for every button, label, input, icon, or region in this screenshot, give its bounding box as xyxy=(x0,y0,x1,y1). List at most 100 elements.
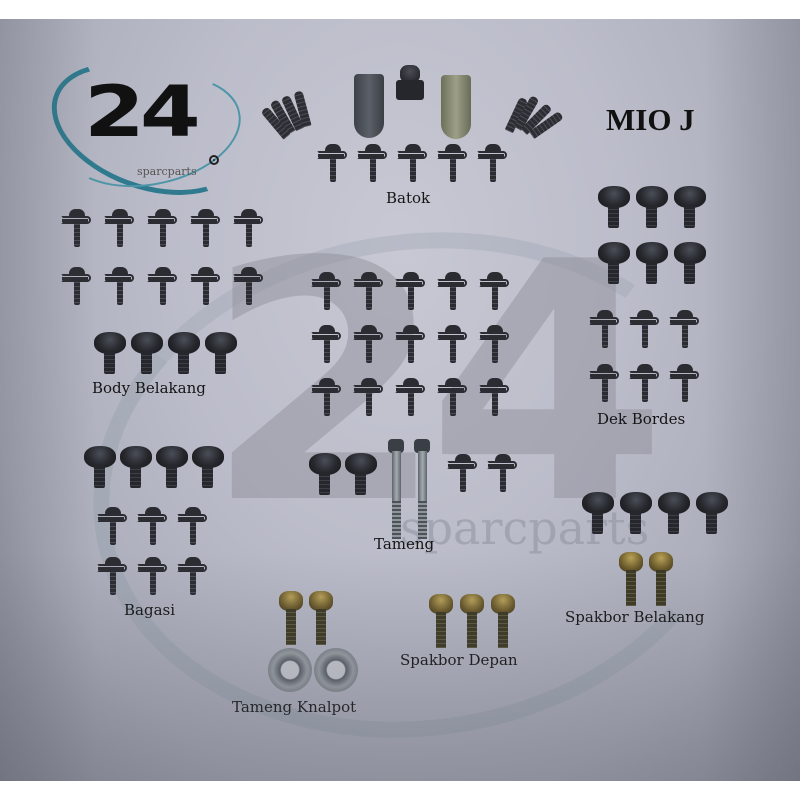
clip-screw-icon xyxy=(136,507,170,547)
label-body-belakang: Body Belakang xyxy=(92,379,206,397)
hex-bolt-icon xyxy=(154,446,190,488)
clip-screw-icon xyxy=(486,454,520,494)
spakbor-belakang-hex-bolts xyxy=(580,492,732,534)
gold-bolt-icon xyxy=(618,552,644,606)
hex-bolt-icon xyxy=(580,492,616,534)
label-tameng-knalpot: Tameng Knalpot xyxy=(232,698,357,716)
label-spakbor-belakang: Spakbor Belakang xyxy=(565,608,705,626)
hex-bolt-icon xyxy=(672,186,708,228)
body-belakang-clip-screws xyxy=(60,209,275,307)
tameng-long-bolts xyxy=(386,439,438,539)
clip-screw-icon xyxy=(310,325,344,365)
clip-screw-icon xyxy=(478,325,512,365)
hex-bolt-icon xyxy=(343,453,379,495)
clip-screw-icon xyxy=(478,378,512,418)
hex-bolt-icon xyxy=(656,492,692,534)
tameng-hex-bolts xyxy=(307,453,379,495)
clip-screw-icon xyxy=(232,267,266,307)
u-clip-silver-icon xyxy=(441,75,471,139)
hex-bolt-icon xyxy=(672,242,708,284)
clip-screw-icon xyxy=(394,325,428,365)
clip-screw-icon xyxy=(588,310,622,350)
clip-screw-icon xyxy=(310,272,344,312)
spakbor-belakang-gold-bolts xyxy=(618,552,678,606)
clip-screw-icon xyxy=(96,507,130,547)
clip-screw-icon xyxy=(436,144,470,184)
hex-bolt-icon xyxy=(118,446,154,488)
hex-bolt-icon xyxy=(203,332,239,374)
clip-screw-icon xyxy=(103,267,137,307)
hex-bolt-icon xyxy=(634,242,670,284)
clip-screw-icon xyxy=(436,325,470,365)
dek-bordes-clip-screws xyxy=(588,310,708,404)
registered-icon xyxy=(209,155,219,165)
hex-bolt-icon xyxy=(596,242,632,284)
label-tameng: Tameng xyxy=(374,535,435,553)
cap-nut-icon xyxy=(396,65,424,101)
clip-screw-icon xyxy=(310,378,344,418)
hex-bolt-icon xyxy=(596,186,632,228)
clip-screw-icon xyxy=(446,454,480,494)
hex-bolt-icon xyxy=(618,492,654,534)
bagasi-clip-screws xyxy=(96,507,216,597)
tameng-knalpot-washers xyxy=(268,648,360,692)
hex-bolt-icon xyxy=(166,332,202,374)
clip-screw-icon xyxy=(588,364,622,404)
hex-bolt-icon xyxy=(129,332,165,374)
clip-screw-icon xyxy=(356,144,390,184)
clip-screw-icon xyxy=(476,144,510,184)
clip-screw-icon xyxy=(189,209,223,249)
label-dek-bordes: Dek Bordes xyxy=(597,410,686,428)
gold-bolt-icon xyxy=(278,591,304,645)
clip-screw-icon xyxy=(352,378,386,418)
clip-screw-icon xyxy=(478,272,512,312)
clip-screw-icon xyxy=(668,364,702,404)
long-bolt-icon xyxy=(386,439,406,539)
clip-screw-icon xyxy=(436,272,470,312)
batok-clip-screws xyxy=(316,144,516,184)
label-bagasi: Bagasi xyxy=(124,601,176,619)
clip-screw-icon xyxy=(60,209,94,249)
tameng-knalpot-gold-bolts xyxy=(278,591,338,645)
product-photo: 24 sparcparts 24 sparcparts MIO J Batok xyxy=(0,19,800,781)
product-title: MIO J xyxy=(606,102,695,137)
gold-bolt-icon xyxy=(308,591,334,645)
clip-screw-icon xyxy=(232,209,266,249)
clip-screw-icon xyxy=(628,364,662,404)
gold-bolt-icon xyxy=(428,594,454,648)
label-spakbor-depan: Spakbor Depan xyxy=(400,651,518,669)
u-clip-dark-icon xyxy=(354,74,384,138)
hex-bolt-icon xyxy=(190,446,226,488)
body-belakang-hex-bolts xyxy=(92,332,240,374)
washer-icon xyxy=(268,648,312,692)
clip-screw-icon xyxy=(436,378,470,418)
clip-screw-icon xyxy=(60,267,94,307)
gold-bolt-icon xyxy=(459,594,485,648)
clip-screw-icon xyxy=(668,310,702,350)
bagasi-hex-bolts xyxy=(82,446,226,488)
hex-bolt-icon xyxy=(634,186,670,228)
clip-screw-icon xyxy=(176,507,210,547)
clip-screw-icon xyxy=(352,272,386,312)
clip-screw-icon xyxy=(316,144,350,184)
clip-screw-icon xyxy=(352,325,386,365)
long-bolt-icon xyxy=(412,439,432,539)
clip-screw-icon xyxy=(103,209,137,249)
spakbor-depan-gold-bolts xyxy=(428,594,521,648)
logo-subtitle: sparcparts xyxy=(137,165,197,178)
tameng-extra-clip-screws xyxy=(446,454,526,494)
clip-screw-icon xyxy=(96,557,130,597)
hex-bolt-icon xyxy=(82,446,118,488)
clip-screw-icon xyxy=(176,557,210,597)
clip-screw-icon xyxy=(146,267,180,307)
clip-screw-icon xyxy=(394,378,428,418)
clip-screw-icon xyxy=(396,144,430,184)
label-batok: Batok xyxy=(386,189,431,207)
dek-bordes-hex-bolts xyxy=(596,186,710,284)
hex-bolt-icon xyxy=(694,492,730,534)
clip-screw-icon xyxy=(146,209,180,249)
logo-number: 24 xyxy=(84,71,201,153)
hex-bolt-icon xyxy=(307,453,343,495)
clip-screw-icon xyxy=(628,310,662,350)
clip-screw-icon xyxy=(136,557,170,597)
